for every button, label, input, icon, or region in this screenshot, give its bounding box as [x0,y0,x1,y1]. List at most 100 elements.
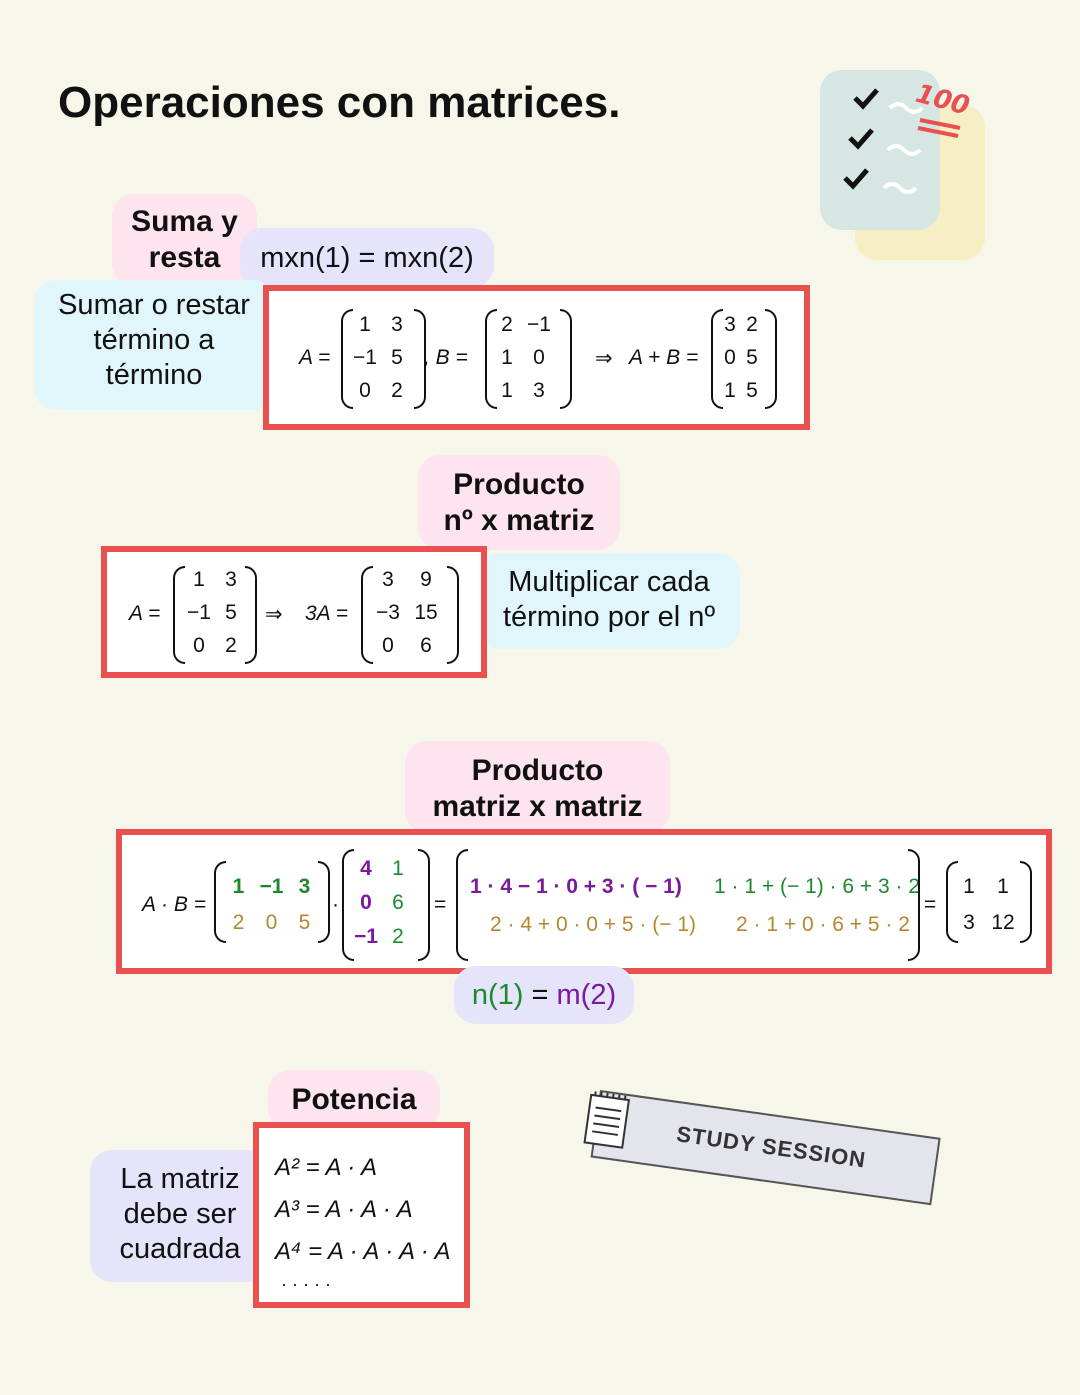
matrix-cell: 1 [501,346,513,369]
bracket-right [560,309,572,409]
bracket-right [908,849,920,961]
suma-heading-line1: Suma y [131,205,238,238]
suma-sum-label: A + B = [629,346,699,369]
suma-B-label: , B = [424,346,468,369]
matrix-cell: 5 [391,346,403,369]
matrix-cell: 0 [360,891,372,914]
potencia-note-line3: cuadrada [119,1233,241,1265]
notepad-icon [583,1091,631,1149]
suma-note-line1: Sumar o restar [58,289,250,321]
power-line-2: A² = A · A [275,1154,378,1181]
matrix-cell: 3 [533,379,545,402]
matrix-cell: 1 [359,313,371,336]
bracket-right [418,849,430,961]
matrix-cell: 3 [963,911,975,934]
matrix-cell: −1 [259,875,284,898]
matrix-cell: 3 [391,313,403,336]
matrix-cell: 9 [420,568,432,591]
matrix-cell: 1 [392,857,404,880]
bracket-right [245,566,257,664]
matrix-cell: 3 [225,568,237,591]
suma-A-label: A = [299,346,331,369]
matriz-lhs: A · B = [142,893,206,916]
expansion-r2c2: 2 · 1 + 0 · 6 + 5 · 2 [736,913,910,936]
suma-note: Sumar o restar término a término [34,280,274,410]
escalar-note-line2: término por el nº [502,601,716,633]
matrix-cell: 2 [501,313,513,336]
page-title: Operaciones con matrices. [58,78,621,127]
expansion-r1c1: 1 · 4 − 1 · 0 + 3 · ( − 1) [470,875,682,899]
expansion-r1c1-text: 1 · 4 − 1 · 0 + 3 · ( − 1) [470,875,682,898]
matrix-cell: 0 [533,346,545,369]
condition-m: m(2) [556,979,617,1011]
stamp-text: STUDY SESSION [674,1121,868,1173]
matrix-cell: 0 [359,379,371,402]
matrix-cell: 12 [991,911,1015,934]
matrix-cell: 3 [298,875,311,898]
power-line-3: A³ = A · A · A [275,1196,413,1223]
matrix-cell: −1 [187,601,211,624]
expansion-r1c2: 1 · 1 + (− 1) · 6 + 3 · 2 [714,875,921,898]
potencia-formula-box: A² = A · A A³ = A · A · A A⁴ = A · A · A… [253,1122,470,1308]
matrix-cell: 0 [724,346,736,369]
potencia-note: La matriz debe ser cuadrada [90,1150,270,1282]
matrix-cell: −1 [527,313,551,336]
matrix-cell: 4 [360,857,372,880]
escalar-heading-line2: nº x matriz [443,504,595,537]
escalar-note-line1: Multiplicar cada [508,566,710,598]
matrix-cell: 2 [746,313,758,336]
matrix-cell: 5 [746,379,758,402]
escalar-heading-line1: Producto [453,468,585,501]
equals-symbol: = [924,893,937,916]
potencia-note-line2: debe ser [123,1198,237,1230]
matriz-heading-line2: matriz x matriz [432,790,643,823]
power-ellipsis: · · · · · [281,1274,331,1294]
matriz-heading-line1: Producto [471,754,604,787]
potencia-note-line1: La matriz [120,1163,240,1195]
potencia-heading: Potencia [268,1070,440,1130]
bracket-right [447,566,459,664]
matrix-cell: 6 [392,891,404,914]
condition-eq: = [523,979,557,1011]
checklist-icon: 100 [820,70,985,260]
matriz-condition: n(1) = m(2) [454,966,634,1024]
suma-heading-line2: resta [148,241,221,274]
matrix-cell: 1 [232,875,245,898]
matrix-cell: 2 [232,911,245,934]
matrix-cell: 6 [420,634,432,657]
matriz-heading: Producto matriz x matriz [405,741,670,833]
expansion-r2c1: 2 · 4 + 0 · 0 + 5 · (− 1) [490,913,697,936]
matrix-cell: 0 [382,634,394,657]
dot-symbol: · [332,893,339,916]
escalar-heading: Producto nº x matriz [418,455,620,550]
equals-symbol: = [434,893,447,916]
matrix-cell: 0 [193,634,205,657]
escalar-note: Multiplicar cada término por el nº [478,553,740,649]
power-line-4: A⁴ = A · A · A · A [275,1238,451,1265]
condition-n: n(1) [471,979,524,1011]
matrix-cell: 2 [225,634,237,657]
matrix-cell: 3 [382,568,394,591]
bracket-right [318,861,330,943]
implies-symbol: ⇒ [265,603,283,626]
matrix-cell: 0 [265,911,278,934]
implies-symbol: ⇒ [595,347,613,370]
matrix-cell: 1 [501,379,513,402]
matrix-cell: −1 [353,346,377,369]
suma-note-line3: término [105,359,203,391]
matrix-cell: 1 [963,875,975,898]
matrix-cell: −1 [354,925,378,948]
matrix-cell: −3 [376,601,400,624]
suma-note-line2: término a [93,324,215,356]
suma-condition: mxn(1) = mxn(2) [240,228,494,288]
matrix-cell: 5 [746,346,758,369]
study-session-stamp: STUDY SESSION [583,1090,941,1206]
matrix-cell: 5 [298,911,311,934]
matrix-cell: 3 [724,313,736,336]
matrix-cell: 15 [414,601,438,624]
escalar-A-label: A = [129,602,161,625]
matrix-cell: 2 [391,379,403,402]
